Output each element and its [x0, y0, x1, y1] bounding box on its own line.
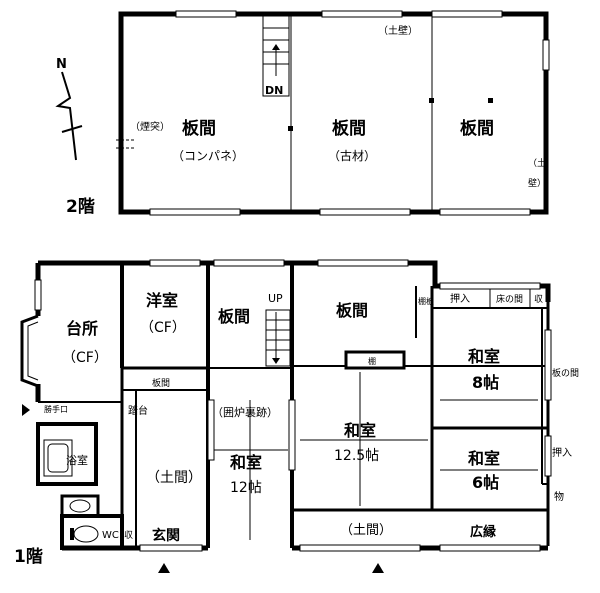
room-washitsu8-sub: 8帖 [472, 373, 499, 392]
room-kitchen-sub: （CF） [62, 350, 108, 366]
chimney-note: （煙突） [130, 120, 170, 133]
room-washitsu8: 和室 [468, 347, 500, 366]
room-western-sub: （CF） [140, 320, 186, 336]
floor-label-2f: 2階 [66, 197, 95, 217]
room-doma-center: （土間） [340, 523, 392, 538]
itanoma-label: 板の間 [552, 367, 579, 379]
tokonoma-label: 床の間 [496, 293, 523, 305]
room-bath: 浴室 [66, 453, 88, 467]
room-washitsu12: 和室 [230, 453, 262, 472]
room-itama-corridor: 板間 [152, 377, 170, 389]
room-washitsu125: 和室 [344, 421, 376, 440]
floor-label-1f: 1階 [14, 547, 43, 567]
room-washitsu125-sub: 12.5帖 [334, 448, 379, 464]
room-wc: WC [102, 530, 119, 541]
north-compass: N [55, 57, 83, 161]
room-washitsu6-sub: 6帖 [472, 473, 499, 492]
room-western: 洋室 [146, 291, 178, 310]
first-floor-plan: 台所 （CF） 洋室 （CF） 板間 板間 UP 板間 踏台 （土間） 玄関 （… [14, 259, 579, 573]
room-2f-itama-1-sub: （コンパネ） [172, 149, 244, 163]
tana-ita-label: 棚板 [418, 296, 434, 306]
wall-note-top: （土壁） [378, 24, 418, 37]
second-floor-plan: DN （土壁） （土 壁） （煙突） 板間 （コンパネ） 板間 （古材） 板間 … [66, 10, 550, 217]
room-itama-big: 板間 [336, 301, 368, 320]
shu-label: 収 [534, 293, 543, 305]
room-2f-itama-2: 板間 [332, 118, 366, 139]
wall-note-right-top: （土 [528, 157, 546, 169]
room-washitsu6: 和室 [468, 449, 500, 468]
room-hiroen: 広縁 [470, 524, 496, 540]
room-doma-left: （土間） [146, 470, 202, 486]
hand-wash-label: 勝手口 [44, 404, 68, 414]
wall-note-right-bottom: 壁） [528, 177, 546, 189]
stair-up-label: UP [268, 292, 283, 305]
stair-down-label: DN [265, 84, 283, 97]
oshiire-right-label: 押入 [552, 446, 572, 459]
room-2f-itama-1: 板間 [182, 118, 216, 139]
room-itama-small: 板間 [218, 307, 250, 326]
compass-label: N [56, 57, 67, 72]
room-2f-itama-3: 板間 [460, 118, 494, 139]
room-genkan: 玄関 [152, 527, 180, 544]
room-fumidai: 踏台 [128, 404, 148, 417]
shu-small-label: 収 [124, 529, 133, 541]
oshiire-top-label: 押入 [450, 292, 470, 305]
tana-label: 棚 [368, 356, 376, 366]
room-washitsu12-sub: 12帖 [230, 480, 262, 496]
room-irori: （囲炉裏跡） [212, 405, 278, 419]
room-2f-itama-2-sub: （古材） [328, 148, 376, 163]
mono-label: 物 [554, 490, 564, 503]
room-kitchen: 台所 [66, 319, 98, 338]
